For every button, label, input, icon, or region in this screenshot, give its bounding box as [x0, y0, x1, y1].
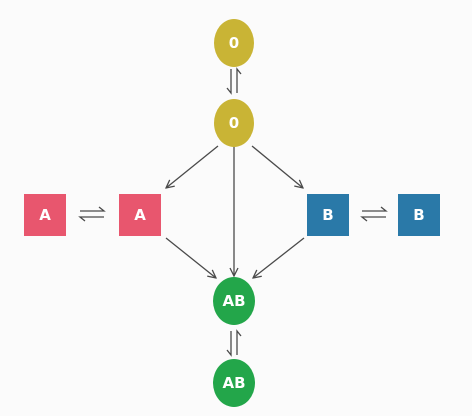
node-o-top-label: 0 — [229, 34, 239, 52]
edge-o-to-a — [166, 145, 219, 188]
node-a-right-shape — [119, 194, 161, 236]
node-a-right: A — [119, 194, 161, 236]
node-a-left-label: A — [39, 206, 51, 224]
node-a-left-shape — [24, 194, 66, 236]
node-ab-mid: AB — [213, 277, 255, 325]
equilibrium-vertical-bottom-icon — [226, 329, 242, 357]
equilibrium-vertical-top-icon — [226, 67, 242, 95]
equilibrium-horizontal-a-icon — [78, 206, 106, 222]
node-o-mid: 0 — [214, 99, 254, 147]
edges — [165, 145, 305, 278]
equilibria — [78, 67, 388, 357]
edge-a-to-ab — [165, 237, 216, 278]
node-a-left: A — [24, 194, 66, 236]
equilibrium-horizontal-b-icon — [360, 206, 388, 222]
node-b-right-label: B — [413, 206, 424, 224]
node-o-mid-shape — [214, 99, 254, 147]
node-o-top-shape — [214, 19, 254, 67]
node-b-right-shape — [398, 194, 440, 236]
edge-o-to-b — [251, 145, 303, 188]
node-ab-bottom-shape — [213, 359, 255, 407]
node-ab-mid-label: AB — [222, 292, 245, 310]
node-ab-bottom-label: AB — [222, 374, 245, 392]
node-ab-mid-shape — [213, 277, 255, 325]
node-b-left-label: B — [322, 206, 333, 224]
node-a-right-label: A — [134, 206, 146, 224]
edge-b-to-ab — [253, 237, 305, 278]
node-o-top: 0 — [214, 19, 254, 67]
node-b-left: B — [307, 194, 349, 236]
node-o-mid-label: 0 — [229, 114, 239, 132]
node-b-left-shape — [307, 194, 349, 236]
node-b-right: B — [398, 194, 440, 236]
node-ab-bottom: AB — [213, 359, 255, 407]
